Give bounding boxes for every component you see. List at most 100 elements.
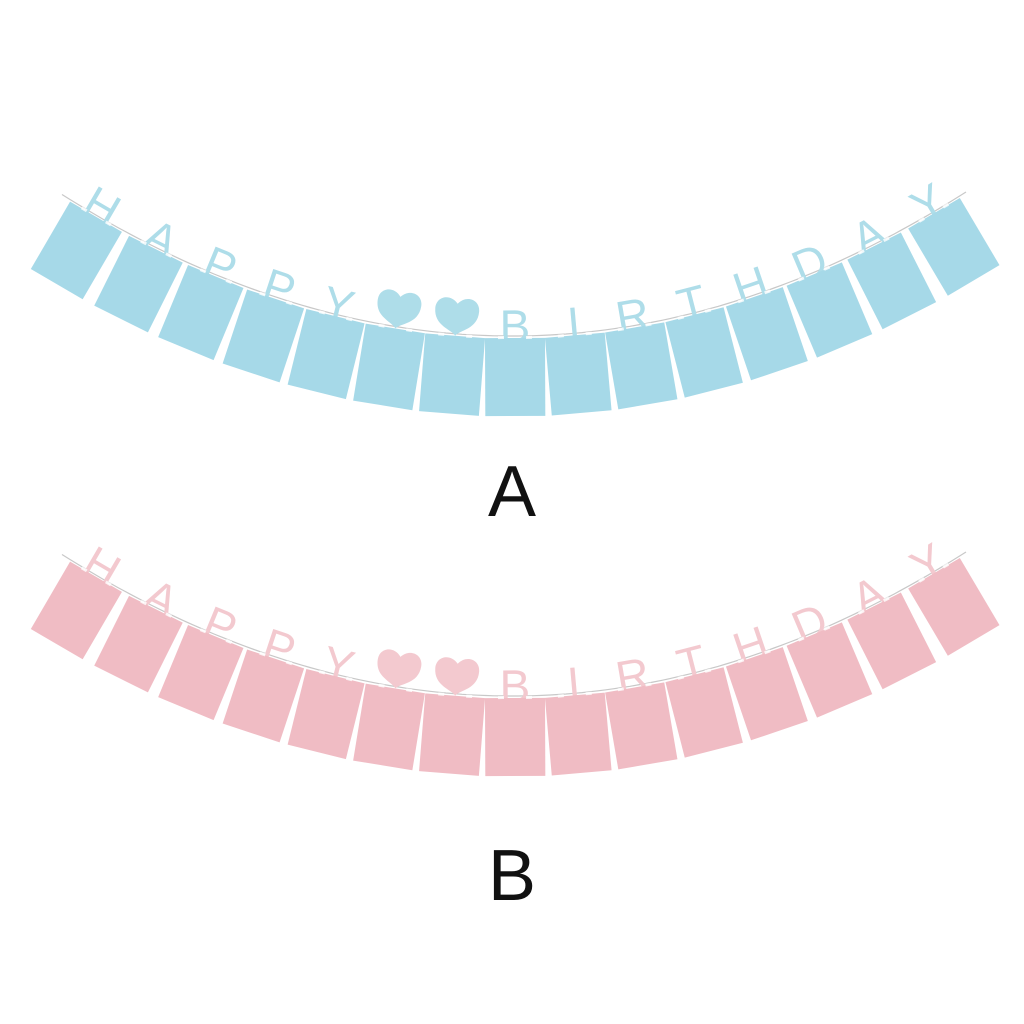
banner-card <box>605 682 678 770</box>
banner-card <box>158 625 244 721</box>
banner-flag <box>353 289 425 411</box>
string-hole <box>764 649 771 655</box>
banner-flag <box>419 657 486 776</box>
string-hole <box>105 220 112 227</box>
string-hole <box>823 265 831 271</box>
banner-card <box>94 235 183 333</box>
banner-card <box>484 697 546 777</box>
banner-flag: R <box>605 287 678 410</box>
string-hole <box>406 688 413 693</box>
string-hole <box>918 577 926 583</box>
banner-flag: R <box>605 647 678 770</box>
banner-string <box>61 551 967 697</box>
string-hole <box>823 625 831 631</box>
banner-card <box>30 201 122 300</box>
banner-flag: B <box>484 660 546 777</box>
string-hole <box>497 696 504 700</box>
banner-card <box>605 322 678 410</box>
banner-card <box>847 232 937 330</box>
string-hole <box>225 278 233 284</box>
banner-flag: D <box>784 593 873 718</box>
banner-card <box>725 647 808 741</box>
string-hole <box>345 676 353 682</box>
string-hole <box>225 638 233 644</box>
string-hole <box>942 562 950 569</box>
string-hole <box>378 323 385 328</box>
banner-card <box>908 198 1000 296</box>
string-hole <box>259 651 266 657</box>
banner-flag: D <box>784 233 873 358</box>
banner-flag <box>353 649 425 771</box>
string-hole <box>617 327 624 332</box>
string-hole <box>704 308 712 313</box>
string-hole <box>557 694 564 698</box>
banner-flag: I <box>544 657 612 776</box>
banner-card <box>30 561 122 660</box>
banner-flag: P <box>222 258 305 383</box>
string-hole <box>918 217 926 223</box>
banner-card <box>847 592 937 690</box>
banner-card <box>419 693 486 776</box>
string-hole <box>737 298 745 304</box>
string-hole <box>140 239 147 246</box>
banner-flag: H <box>725 615 808 741</box>
heart-icon <box>435 297 480 336</box>
string-hole <box>764 289 771 295</box>
banner-flag: P <box>158 596 245 721</box>
string-hole <box>199 268 207 274</box>
string-hole <box>80 206 88 213</box>
string-hole <box>378 683 385 688</box>
string-hole <box>285 660 293 666</box>
banner-card <box>94 595 183 693</box>
banner-card <box>908 558 1000 656</box>
string-hole <box>285 300 293 306</box>
string-hole <box>883 596 890 603</box>
string-hole <box>645 322 652 327</box>
string-hole <box>438 692 445 696</box>
string-hole <box>438 332 445 336</box>
banner-flag: T <box>665 634 743 758</box>
banner-flag <box>419 297 486 416</box>
banner-card <box>544 692 612 776</box>
variant-label-b: B <box>487 836 537 916</box>
string-hole <box>677 675 685 680</box>
string-hole <box>858 609 865 615</box>
banner-card <box>484 337 546 417</box>
banner-card <box>725 287 808 381</box>
string-hole <box>80 566 88 573</box>
string-hole <box>165 252 172 258</box>
banner-card <box>287 668 365 760</box>
string-hole <box>318 670 326 675</box>
string-hole <box>497 336 504 340</box>
string-hole <box>858 249 865 255</box>
banner-card <box>287 308 365 400</box>
string-hole <box>942 202 950 209</box>
banner-card <box>222 649 305 743</box>
string-hole <box>466 694 473 699</box>
string-hole <box>259 291 266 297</box>
banner-string <box>61 191 967 337</box>
string-hole <box>525 695 532 699</box>
banner-card <box>786 622 873 718</box>
string-hole <box>797 636 805 642</box>
banner-card <box>544 332 612 416</box>
string-hole <box>585 691 592 696</box>
banner-card <box>786 262 873 358</box>
heart-icon <box>377 649 422 689</box>
banner-card <box>222 289 305 383</box>
string-hole <box>165 612 172 618</box>
string-hole <box>406 328 413 333</box>
banner-flag: I <box>544 297 612 416</box>
banner-card <box>353 323 425 411</box>
heart-icon <box>377 289 422 329</box>
string-hole <box>797 276 805 282</box>
string-hole <box>525 335 532 339</box>
heart-icon <box>435 657 480 696</box>
banner-flag: B <box>484 300 546 417</box>
banner-card <box>665 307 743 398</box>
banner-card <box>158 265 244 361</box>
banner-card <box>419 333 486 416</box>
string-hole <box>704 668 712 673</box>
